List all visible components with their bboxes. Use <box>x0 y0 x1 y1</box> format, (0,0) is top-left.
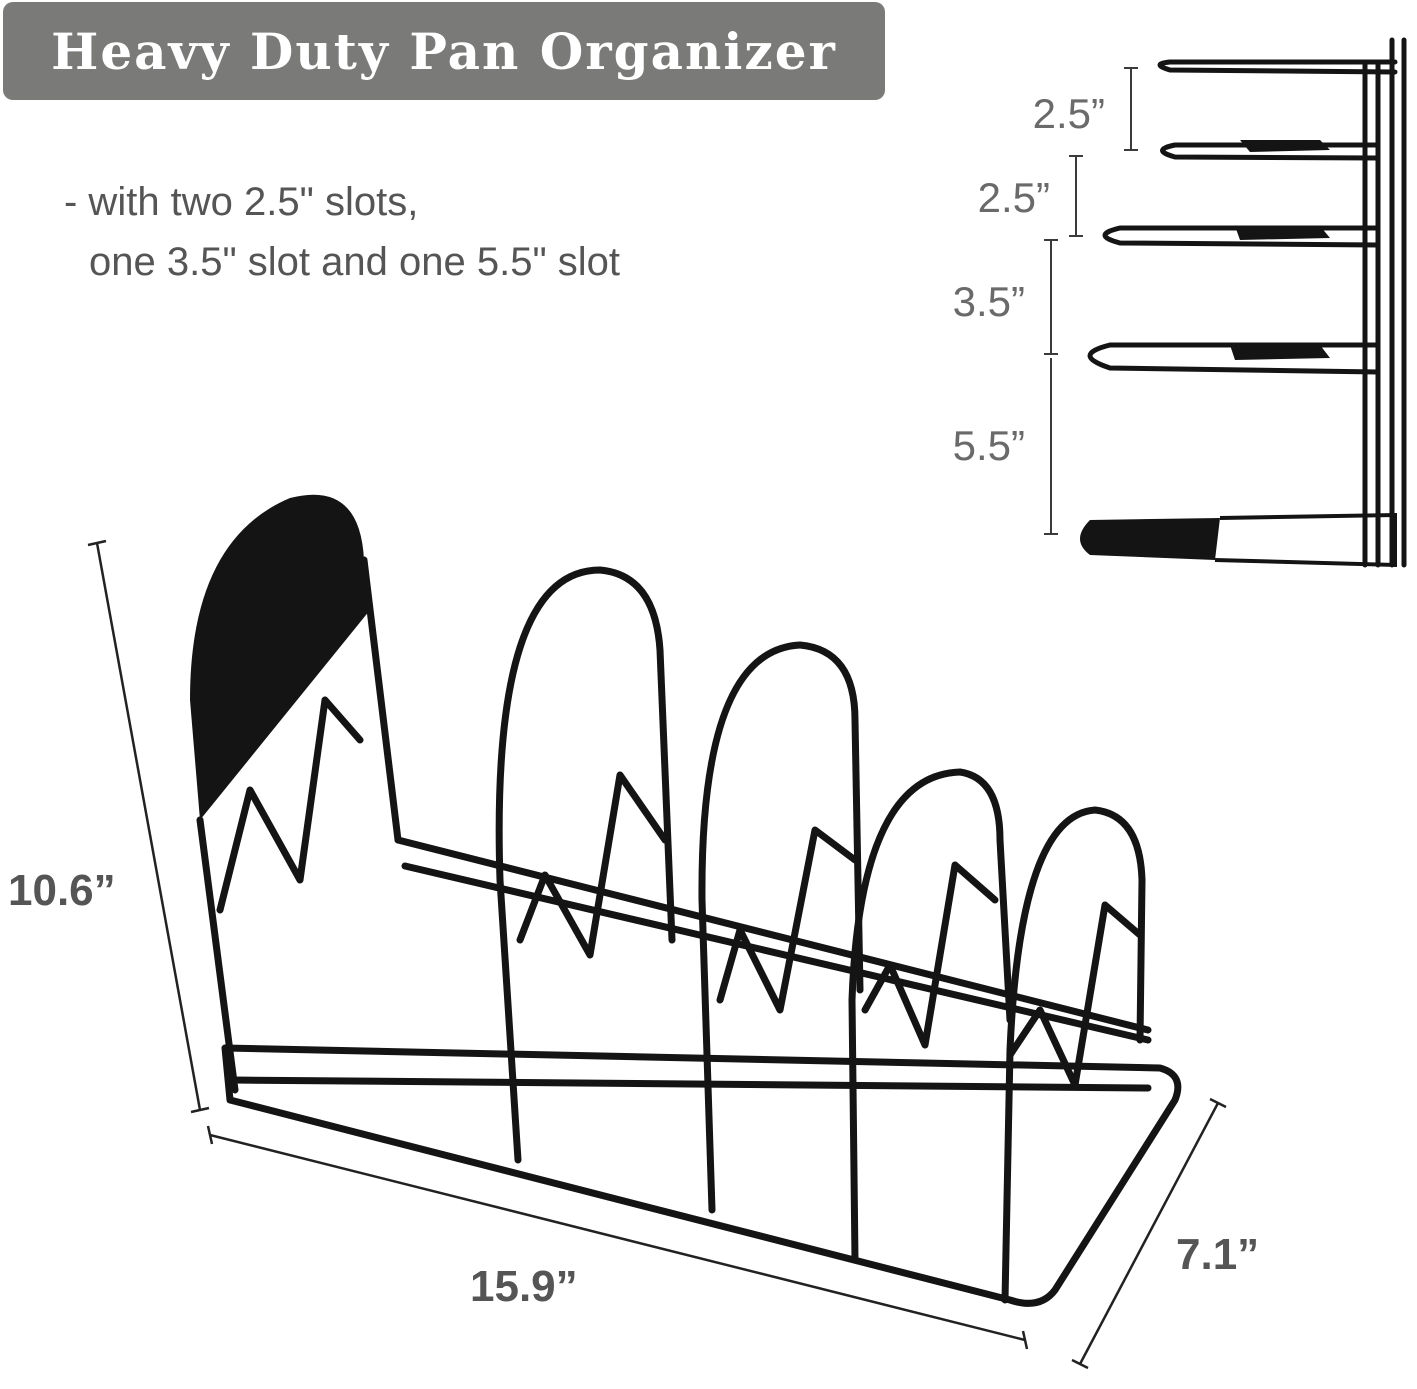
gap-label-3: 3.5” <box>952 278 1025 325</box>
title-banner: Heavy Duty Pan Organizer <box>3 2 885 100</box>
feature-line-1: - with two 2.5" slots, <box>64 180 419 224</box>
height-dimension-label: 10.6” <box>8 866 116 915</box>
gap-label-1: 2.5” <box>1032 90 1105 137</box>
width-dimension-label: 7.1” <box>1176 1230 1260 1279</box>
length-dimension-label: 15.9” <box>470 1262 578 1311</box>
rack-back-plate <box>190 494 370 820</box>
gap-label-2: 2.5” <box>977 174 1050 221</box>
feature-line-2: one 3.5" slot and one 5.5" slot <box>89 240 620 284</box>
gap-label-4: 5.5” <box>952 422 1025 469</box>
page-title: Heavy Duty Pan Organizer <box>51 21 837 81</box>
feature-description: - with two 2.5" slots, one 3.5" slot and… <box>64 172 620 292</box>
